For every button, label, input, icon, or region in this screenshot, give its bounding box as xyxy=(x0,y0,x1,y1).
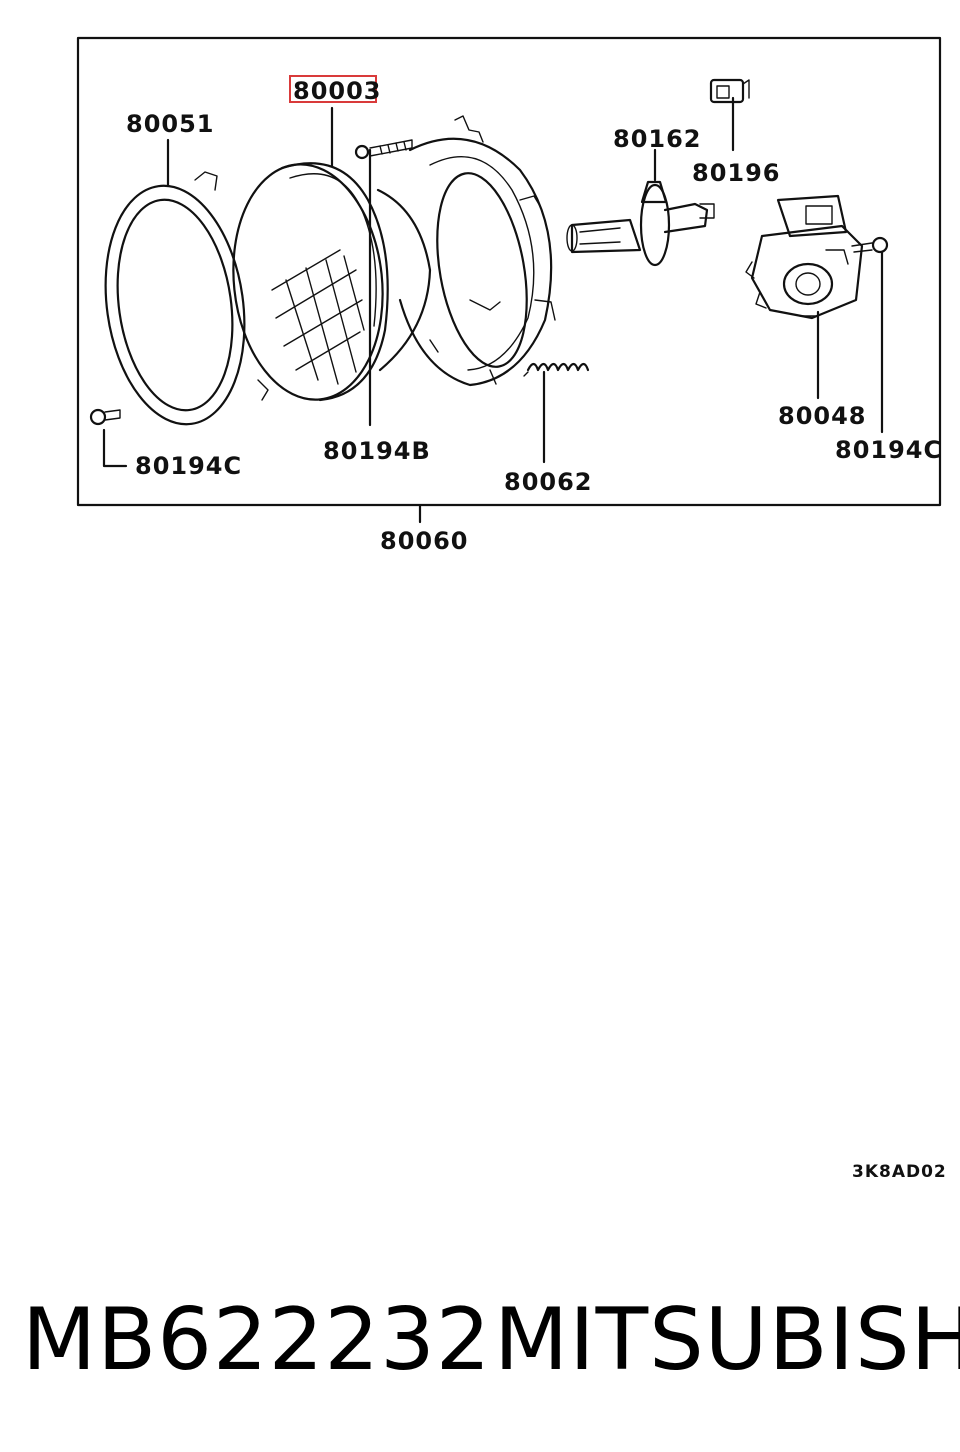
headlamp-lens-part[interactable] xyxy=(222,157,432,407)
label-80162: 80162 xyxy=(613,125,702,153)
label-80060: 80060 xyxy=(380,527,469,555)
rim-ring-part[interactable] xyxy=(91,171,269,433)
label-80194c-left: 80194C xyxy=(135,452,242,480)
label-80196: 80196 xyxy=(692,159,781,187)
label-80048: 80048 xyxy=(778,402,867,430)
assembly-frame xyxy=(76,36,942,507)
figure-code: 3K8AD02 xyxy=(852,1162,947,1182)
label-80051: 80051 xyxy=(126,110,215,138)
screw-left-part[interactable] xyxy=(89,408,121,426)
label-80194b: 80194B xyxy=(323,437,431,465)
socket-clip-part[interactable] xyxy=(709,78,750,104)
part-number: MB622232 xyxy=(22,1290,492,1390)
footer: MB622232 MITSUBISHI xyxy=(0,1280,960,1400)
label-80062: 80062 xyxy=(504,468,593,496)
brand-name: MITSUBISHI xyxy=(494,1290,960,1390)
parts-diagram: 80003 80051 80162 80196 80194C 80194B 80… xyxy=(76,36,947,1182)
halogen-bulb-part[interactable] xyxy=(566,180,715,267)
spring-part[interactable] xyxy=(523,362,590,377)
screw-right-part[interactable] xyxy=(851,236,889,254)
mounting-ring-part[interactable] xyxy=(398,115,556,387)
label-80003: 80003 xyxy=(293,77,382,105)
socket-connector-part[interactable] xyxy=(745,194,864,320)
leader-lines xyxy=(102,96,884,524)
highlight-box xyxy=(289,75,377,103)
label-80194c-right: 80194C xyxy=(835,436,942,464)
adjust-screw-part[interactable] xyxy=(354,139,413,160)
